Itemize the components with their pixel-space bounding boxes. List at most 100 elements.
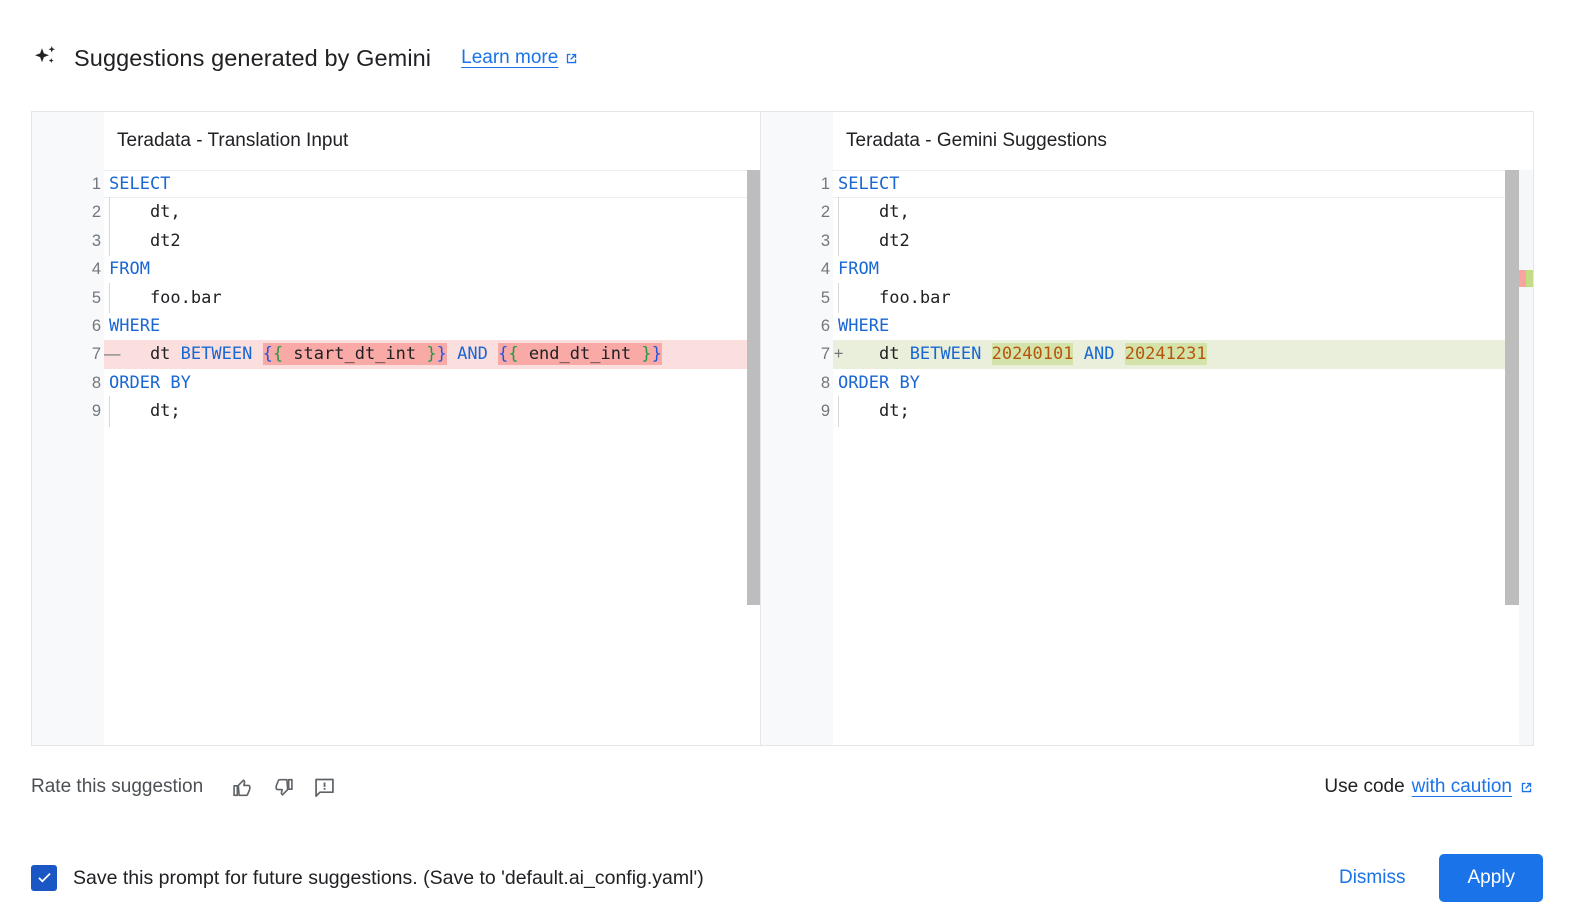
code-token — [1114, 344, 1124, 364]
right-vertical-scrollbar[interactable] — [1505, 170, 1519, 745]
code-line[interactable]: 3 dt2 — [761, 225, 1533, 257]
line-code[interactable]: SELECT — [833, 170, 1533, 199]
code-line[interactable]: 5 foo.bar — [761, 282, 1533, 314]
line-code[interactable]: WHERE — [104, 312, 761, 340]
overview-mark-delete — [1519, 270, 1526, 287]
code-line[interactable]: 7+ dt BETWEEN 20240101 AND 20241231 — [761, 340, 1533, 369]
check-icon — [37, 872, 51, 883]
code-token: FROM — [838, 259, 879, 280]
line-code[interactable]: foo.bar — [833, 282, 1533, 314]
line-code[interactable]: ORDER BY — [833, 369, 1533, 397]
diff-overview-ruler[interactable] — [1519, 170, 1533, 745]
save-prompt-checkbox[interactable] — [31, 865, 57, 891]
overview-mark-insert — [1526, 270, 1533, 287]
code-token: } — [436, 343, 447, 366]
use-code-notice: Use code with caution — [1324, 776, 1534, 798]
line-code[interactable]: dt; — [833, 396, 1533, 427]
line-code[interactable]: dt, — [833, 197, 1533, 229]
code-line[interactable]: 8 ORDER BY — [761, 369, 1533, 397]
line-code[interactable]: dt BETWEEN {{ start_dt_int }} AND {{ end… — [104, 340, 762, 369]
line-code[interactable]: dt2 — [104, 225, 761, 257]
left-pane-title: Teradata - Translation Input — [32, 112, 762, 170]
line-code[interactable]: SELECT — [104, 170, 762, 199]
code-token: dt, — [109, 202, 181, 223]
use-code-prefix: Use code — [1324, 776, 1405, 797]
code-token: } — [641, 343, 652, 366]
line-number: 8 — [820, 373, 831, 392]
line-code[interactable]: foo.bar — [104, 282, 761, 314]
code-line[interactable]: 5 foo.bar — [32, 282, 761, 314]
code-token: dt, — [838, 202, 910, 223]
code-line[interactable]: 7— dt BETWEEN {{ start_dt_int }} AND {{ … — [32, 340, 762, 369]
code-token: end_dt_int — [518, 343, 642, 366]
line-code[interactable]: FROM — [833, 255, 1533, 283]
right-scrollbar-thumb[interactable] — [1505, 170, 1519, 605]
line-code[interactable]: dt2 — [833, 225, 1533, 257]
report-feedback-icon[interactable] — [307, 770, 341, 804]
code-token: dt; — [109, 401, 181, 422]
right-title-gutter — [761, 112, 834, 170]
thumb-down-icon[interactable] — [266, 770, 300, 804]
line-number: 5 — [820, 288, 831, 307]
line-code[interactable]: dt BETWEEN 20240101 AND 20241231 — [833, 340, 1533, 369]
line-number: 5 — [91, 288, 101, 307]
with-caution-link[interactable]: with caution — [1411, 776, 1512, 797]
code-token: { — [508, 343, 519, 366]
line-number: 9 — [820, 402, 831, 421]
rate-label: Rate this suggestion — [31, 776, 204, 797]
learn-more-link[interactable]: Learn more — [461, 47, 579, 69]
code-token — [447, 344, 457, 364]
suggestions-header: Suggestions generated by Gemini Learn mo… — [0, 0, 1574, 86]
line-code[interactable]: WHERE — [833, 312, 1533, 340]
code-token: BETWEEN — [180, 344, 253, 365]
page-title: Suggestions generated by Gemini — [74, 44, 432, 71]
left-gutter — [32, 170, 104, 745]
thumb-up-icon[interactable] — [225, 770, 259, 804]
line-code[interactable]: dt; — [104, 396, 761, 427]
code-line[interactable]: 3 dt2 — [32, 225, 761, 257]
external-link-icon — [1519, 780, 1534, 795]
save-prompt-checkbox-row[interactable]: Save this prompt for future suggestions.… — [31, 865, 704, 891]
line-number: 4 — [91, 260, 101, 279]
line-number: 6 — [91, 316, 101, 335]
left-scrollbar-thumb[interactable] — [747, 170, 762, 605]
line-number: 6 — [820, 316, 831, 335]
code-line[interactable]: 9 dt; — [32, 396, 761, 427]
code-token: AND — [457, 344, 488, 365]
line-number: 3 — [820, 231, 831, 250]
dismiss-button[interactable]: Dismiss — [1319, 855, 1426, 901]
code-line[interactable]: 2 dt, — [761, 197, 1533, 229]
line-number: 9 — [91, 402, 101, 421]
line-number: 3 — [91, 231, 101, 250]
left-vertical-scrollbar[interactable] — [747, 170, 762, 745]
gemini-sparkle-icon — [30, 43, 60, 73]
code-line[interactable]: 9 dt; — [761, 396, 1533, 427]
left-title-gutter — [32, 112, 104, 170]
code-token: ORDER BY — [109, 372, 191, 393]
code-token — [981, 344, 991, 364]
apply-button[interactable]: Apply — [1439, 854, 1543, 902]
line-code[interactable]: dt, — [104, 197, 761, 229]
code-token: SELECT — [109, 174, 171, 194]
code-line[interactable]: 2 dt, — [32, 197, 761, 229]
code-token: ORDER BY — [838, 372, 920, 393]
code-token: dt — [838, 344, 910, 365]
line-code[interactable]: ORDER BY — [104, 369, 761, 397]
line-code[interactable]: FROM — [104, 255, 761, 283]
right-pane-title: Teradata - Gemini Suggestions — [761, 112, 1533, 170]
line-number: 7+ — [761, 340, 844, 368]
code-token: { — [262, 343, 273, 366]
